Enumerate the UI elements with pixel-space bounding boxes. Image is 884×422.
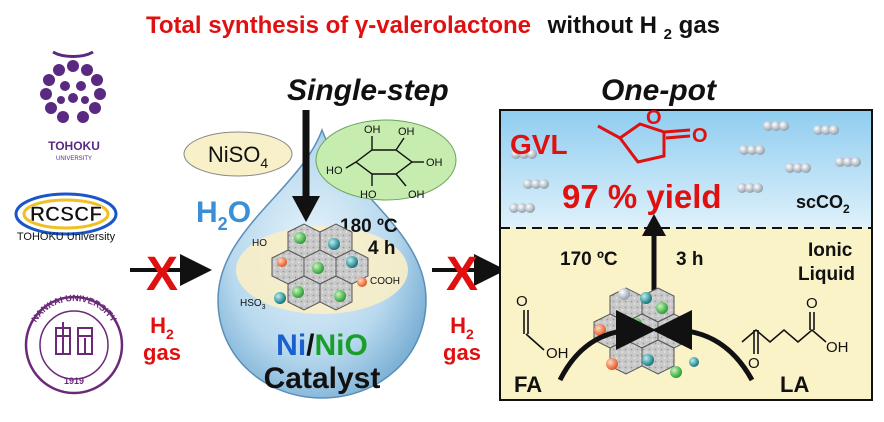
gate-1-cross: X: [146, 248, 178, 301]
fa-curved-arrow: [557, 310, 656, 382]
niso4-bubble: [183, 131, 293, 177]
svg-text:OH: OH: [426, 157, 443, 169]
sheet-groups: HO COOH HSO3: [240, 238, 400, 311]
title-part2-sub: 2: [664, 26, 672, 43]
single-step-heading: Single-step: [287, 74, 449, 107]
fa-oxygen: O: [516, 293, 528, 310]
one-pot-heading: One-pot: [601, 74, 718, 107]
svg-text:HO: HO: [252, 238, 267, 249]
gate-1-label2: gas: [143, 340, 181, 365]
svg-text:OH: OH: [408, 189, 425, 201]
gvl-structure: [597, 122, 691, 164]
rcscf-label: RCSCF: [30, 203, 103, 226]
svg-text:OH: OH: [398, 126, 415, 138]
svg-text:HO: HO: [360, 189, 377, 201]
gvl-carbonyl-oxygen: O: [692, 125, 708, 147]
svg-text:HSO3: HSO3: [240, 298, 266, 311]
single-step-arrowhead: [292, 196, 320, 222]
la-structure: [741, 312, 827, 354]
gate-1: X H2 gas: [130, 248, 212, 365]
tohoku-sub: UNIVERSITY: [56, 156, 92, 162]
svg-text:HO: HO: [326, 165, 343, 177]
catalyst-label-line1: Ni/NiO: [276, 329, 368, 362]
gate-2-label2: gas: [443, 340, 481, 365]
catalyst-label-line2: Catalyst: [264, 362, 381, 395]
right-temperature: 170 ºC: [560, 249, 618, 270]
tohoku-label: TOHOKU: [48, 139, 100, 153]
title-part1: Total synthesis of γ-valerolactone: [146, 12, 531, 39]
glucose-groups: OH OH HO HO OH OH: [326, 124, 443, 201]
one-pot-arrowhead: [642, 214, 666, 236]
gvl-label: GVL: [510, 129, 568, 160]
glucose-structure: [345, 136, 424, 187]
la-ketone-oxygen: O: [748, 355, 760, 372]
niso4-label: NiSO4: [208, 142, 269, 171]
rcscf-logo: RCSCF TOHOKU University: [14, 192, 118, 243]
title-part2: without H: [547, 12, 657, 39]
svg-text:OH: OH: [364, 124, 381, 136]
tohoku-logo: TOHOKU UNIVERSITY: [40, 50, 106, 162]
title-part3: gas: [679, 12, 720, 39]
glucose-bubble: [315, 119, 457, 201]
nankai-logo: NANKAI UNIVERSITY 1919: [24, 293, 124, 395]
catalyst-sheet-left: [271, 223, 369, 311]
water-label: H2O: [196, 196, 251, 234]
svg-text:NANKAI UNIVERSITY: NANKAI UNIVERSITY: [29, 293, 118, 324]
fa-hydroxyl: OH: [546, 345, 569, 362]
title: Total synthesis of γ-valerolactone witho…: [146, 12, 720, 45]
gate-2-cross: X: [446, 248, 478, 301]
ionic-liquid-label-1: Ionic: [808, 240, 853, 261]
nankai-ring-text: NANKAI UNIVERSITY: [29, 293, 118, 324]
rcscf-sub: TOHOKU University: [17, 231, 116, 243]
gate-2: X H2 gas: [432, 248, 506, 365]
fa-structure: [523, 310, 545, 351]
scco2-label: scCO2: [796, 192, 850, 216]
left-temperature: 180 ºC: [340, 216, 398, 237]
la-label: LA: [780, 372, 809, 397]
nankai-year: 1919: [64, 376, 84, 386]
ionic-liquid-label-2: Liquid: [798, 264, 855, 285]
gate-2-label1: H2: [450, 313, 474, 342]
la-hydroxyl: OH: [826, 339, 849, 356]
right-time: 3 h: [676, 249, 703, 270]
co2-molecules: [509, 121, 861, 213]
la-curved-arrow: [652, 310, 755, 382]
one-pot-frame: [499, 109, 873, 401]
gvl-ring-oxygen: O: [646, 107, 662, 129]
one-pot-panel: One-pot GVL O O 97 % yield s: [499, 74, 873, 401]
fa-label: FA: [514, 372, 542, 397]
svg-text:COOH: COOH: [370, 276, 400, 287]
left-time: 4 h: [368, 238, 395, 259]
single-step-panel: Single-step NiSO4 OH OH HO HO OH: [183, 74, 457, 399]
gate-1-label1: H2: [150, 313, 174, 342]
yield-label: 97 % yield: [562, 178, 722, 215]
la-acid-oxygen: O: [806, 295, 818, 312]
